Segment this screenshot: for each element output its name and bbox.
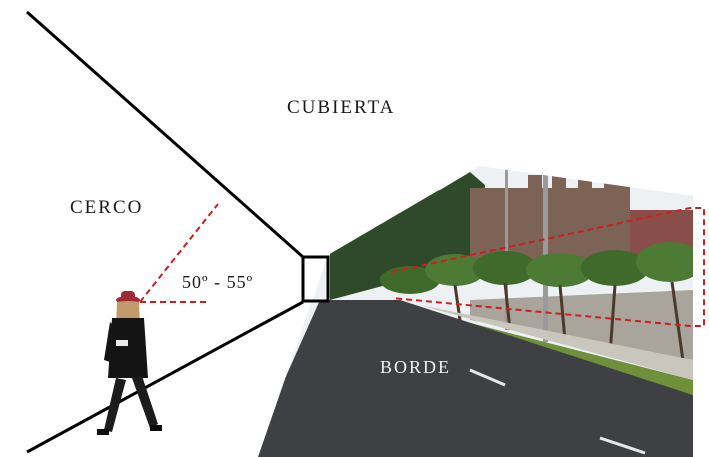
street-photo bbox=[258, 166, 693, 457]
walking-person-icon bbox=[97, 291, 162, 435]
vanishing-frame bbox=[301, 255, 330, 303]
vision-angle-label: 50º - 55º bbox=[182, 272, 254, 292]
upper-vision-ray bbox=[139, 203, 219, 303]
facade-envelope-outline bbox=[391, 207, 705, 327]
upper-perspective-line bbox=[26, 10, 304, 259]
lower-perspective-line bbox=[26, 300, 304, 454]
label-cubierta: CUBIERTA bbox=[287, 97, 396, 118]
perspective-frame-lines bbox=[26, 10, 330, 454]
vision-angle-guides bbox=[139, 203, 705, 327]
label-cerco: CERCO bbox=[70, 197, 144, 218]
label-borde: BORDE bbox=[380, 357, 452, 377]
